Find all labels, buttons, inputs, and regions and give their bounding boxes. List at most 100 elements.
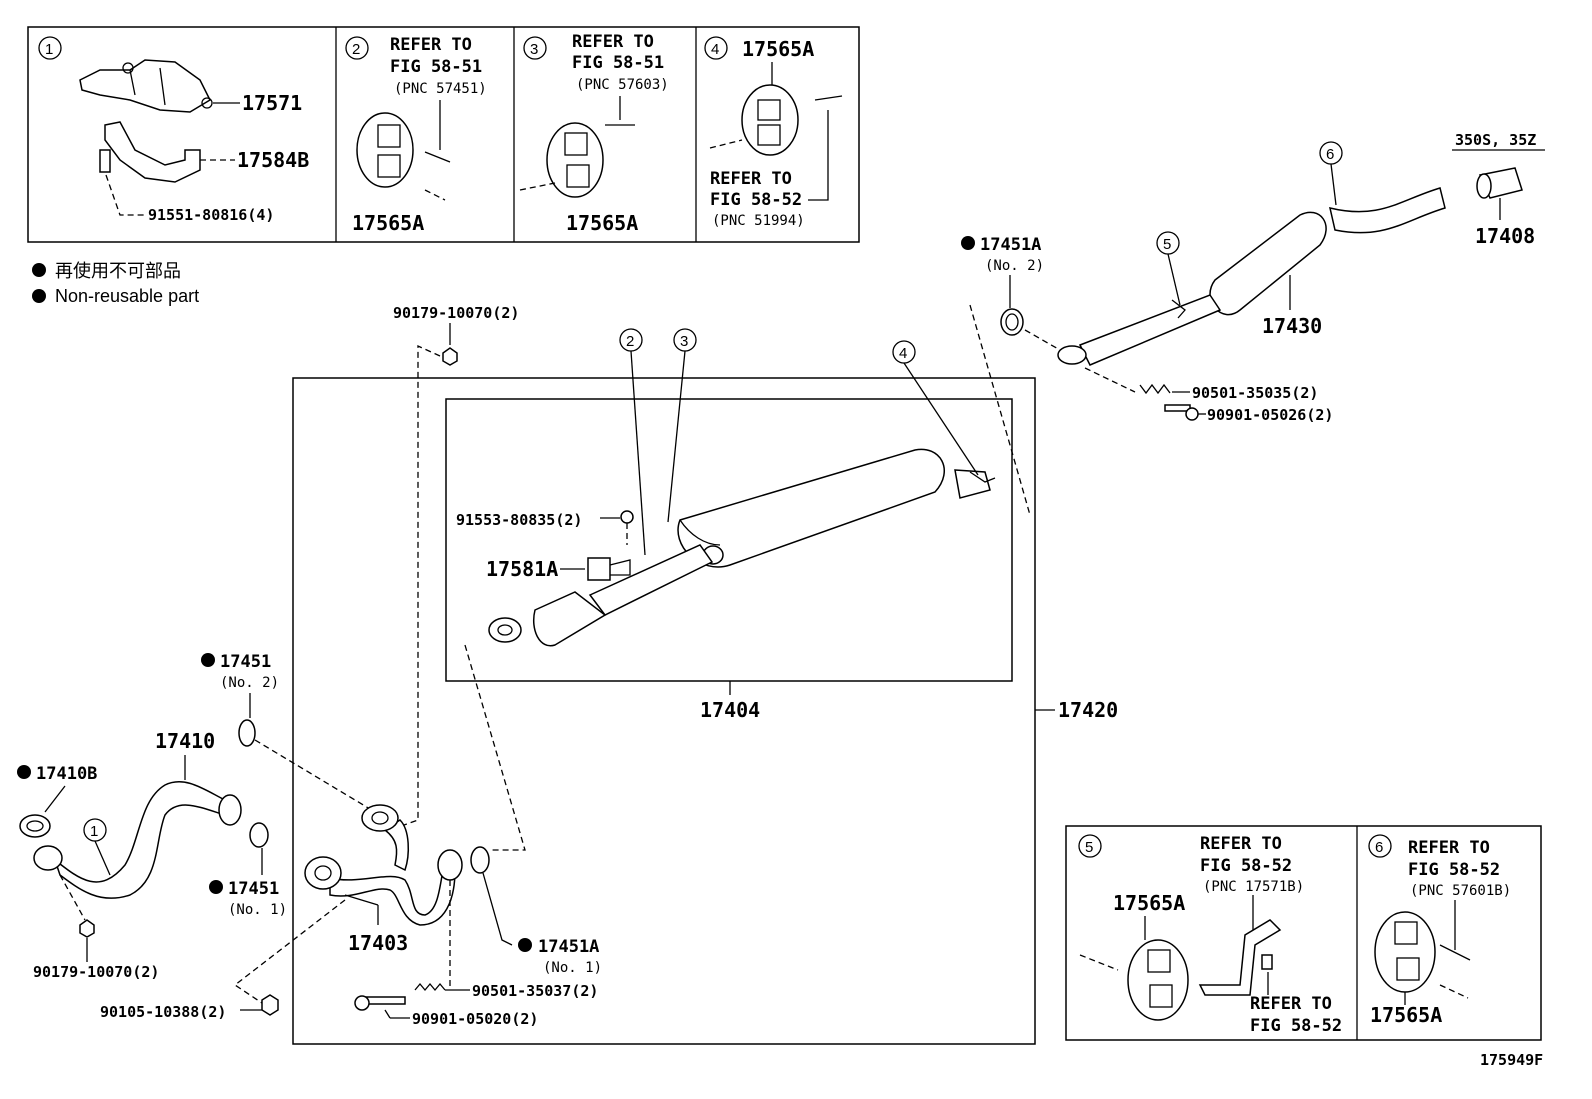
part-17451A-top-no: (No. 2) xyxy=(985,258,1044,274)
center-muffler-body xyxy=(677,448,945,568)
flange-shape xyxy=(361,804,399,832)
flange-shape xyxy=(33,845,63,871)
nut-icon xyxy=(442,347,458,366)
detail-box-1: 1 17571 17584B 91551-80816(4) xyxy=(38,36,309,224)
legend-en: Non-reusable part xyxy=(55,286,199,306)
part-90501-35035-label: 90501-35035(2) xyxy=(1192,384,1318,402)
non-reusable-dot-icon xyxy=(32,289,46,303)
gasket-17451A-no1-shape xyxy=(470,846,490,874)
front-pipe-17403: 17403 17451A (No. 1) 90501-35037(2) 9090… xyxy=(100,804,602,1028)
tail-pipe-assembly: 350S, 35Z 17408 17430 5 6 17451A (No. 2) xyxy=(961,131,1545,516)
detail-box-3: 3 REFER TO FIG 58-51 (PNC 57603) 17565A xyxy=(519,32,669,235)
part-90901-05026-label: 90901-05026(2) xyxy=(1207,406,1333,424)
callout-3: 3 xyxy=(680,333,688,350)
detail-4-fig: FIG 58-52 xyxy=(710,190,802,210)
rubber-hanger-17565A-shape-5 xyxy=(1127,939,1189,1021)
detail-5-number: 5 xyxy=(1085,839,1093,856)
detail-5-pnc: (PNC 17571B) xyxy=(1203,879,1304,895)
detail-6-fig: FIG 58-52 xyxy=(1408,860,1500,880)
sensor-17581A-shape xyxy=(587,557,611,581)
gasket-17410B-shape xyxy=(19,814,51,838)
detail-2-part: 17565A xyxy=(352,211,424,235)
front-pipe-17403-shape xyxy=(329,858,456,926)
detail-box-6: 6 REFER TO FIG 58-52 (PNC 57601B) 17565A xyxy=(1368,834,1511,1027)
part-91551-label: 91551-80816(4) xyxy=(148,206,274,224)
part-17408-label: 17408 xyxy=(1475,224,1535,248)
detail-box-4: 4 17565A REFER TO FIG 58-52 (PNC 51994) xyxy=(704,36,843,229)
bolt-icon xyxy=(364,996,406,1005)
muffler-17430-shape xyxy=(1209,211,1327,316)
tailpipe-end-shape xyxy=(1329,187,1446,234)
detail-4-refer: REFER TO xyxy=(710,169,792,189)
callout-4: 4 xyxy=(899,345,907,362)
part-90105-label: 90105-10388(2) xyxy=(100,1003,226,1021)
callout-5: 5 xyxy=(1163,236,1171,253)
detail-5-fig2: FIG 58-52 xyxy=(1250,1016,1342,1036)
part-17451-no1-sub: (No. 1) xyxy=(228,902,287,918)
center-pipe-shape xyxy=(588,544,714,616)
assembly-17404-frame xyxy=(445,398,1013,682)
part-90901-05020-label: 90901-05020(2) xyxy=(412,1010,538,1028)
detail-box-row-top xyxy=(27,26,860,243)
bolt-icon xyxy=(1261,954,1273,970)
catalytic-converter-shape xyxy=(533,591,607,647)
part-17404-label: 17404 xyxy=(700,698,760,722)
non-reusable-dot-icon xyxy=(17,765,31,779)
clamp-17584B-shape xyxy=(104,121,201,183)
non-reusable-dot-icon xyxy=(32,263,46,277)
callouts-2-3-4: 2 3 4 xyxy=(619,328,979,556)
flange-shape xyxy=(437,849,463,881)
detail-2-refer: REFER TO xyxy=(390,35,472,55)
part-17451-no2-label: 17451 xyxy=(220,652,271,672)
front-pipe-17410: 17451 (No. 2) 17410 17410B 1 17451 (No. … xyxy=(17,652,381,981)
callout-circle-1 xyxy=(38,36,62,60)
variant-note: 350S, 35Z xyxy=(1455,131,1536,149)
detail-3-refer: REFER TO xyxy=(572,32,654,52)
detail-6-part: 17565A xyxy=(1370,1003,1442,1027)
detail-box-row-bottom xyxy=(1065,825,1542,1041)
front-pipe-17410-shape xyxy=(53,780,237,899)
non-reusable-dot-icon xyxy=(209,880,223,894)
legend-jp: 再使用不可部品 xyxy=(55,261,181,281)
center-muffler-17404 xyxy=(464,448,996,851)
non-reusable-dot-icon xyxy=(961,236,975,250)
detail-3-fig: FIG 58-51 xyxy=(572,53,664,73)
detail-6-pnc: (PNC 57601B) xyxy=(1410,883,1511,899)
sensor-17581A-group: 91553-80835(2) 17581A xyxy=(456,510,634,581)
detail-box-2: 2 REFER TO FIG 58-51 (PNC 57451) 17565A xyxy=(345,35,487,235)
detail-3-part: 17565A xyxy=(566,211,638,235)
flange-shape xyxy=(218,794,242,826)
part-90179-bottom-label: 90179-10070(2) xyxy=(33,963,159,981)
bracket-shape xyxy=(1198,919,1282,996)
gasket-17451-no1-shape xyxy=(249,822,269,848)
detail-6-refer: REFER TO xyxy=(1408,838,1490,858)
callout-6: 6 xyxy=(1326,146,1334,163)
part-17451A-no1-label: 17451A xyxy=(538,937,599,957)
flange-shape xyxy=(304,856,342,890)
detail-4-part: 17565A xyxy=(742,37,814,61)
bolt-icon xyxy=(1164,404,1191,412)
non-reusable-dot-icon xyxy=(518,938,532,952)
detail-4-number: 4 xyxy=(711,41,719,58)
bracket-17571-shape xyxy=(79,59,211,113)
detail-3-pnc: (PNC 57603) xyxy=(576,77,669,93)
detail-5-fig: FIG 58-52 xyxy=(1200,856,1292,876)
nut-icon xyxy=(79,919,95,938)
detail-2-fig: FIG 58-51 xyxy=(390,57,482,77)
non-reusable-dot-icon xyxy=(201,653,215,667)
part-17451-no1-label: 17451 xyxy=(228,879,279,899)
gasket-17451A-shape xyxy=(1000,308,1024,336)
part-90501-35037-label: 90501-35037(2) xyxy=(472,982,598,1000)
assembly-17420-frame: 17404 17420 xyxy=(292,377,1118,1045)
flange-shape xyxy=(1057,345,1087,365)
part-90179-top-label: 90179-10070(2) xyxy=(393,304,519,322)
legend: 再使用不可部品 Non-reusable part xyxy=(32,261,199,306)
detail-box-5: 5 REFER TO FIG 58-52 (PNC 17571B) 17565A… xyxy=(1078,834,1342,1036)
figure-id: 175949F xyxy=(1480,1051,1543,1069)
part-17410B-label: 17410B xyxy=(36,764,97,784)
detail-6-number: 6 xyxy=(1375,839,1383,856)
spring-icon xyxy=(414,982,446,992)
part-17403-label: 17403 xyxy=(348,931,408,955)
spring-icon xyxy=(1139,383,1171,395)
